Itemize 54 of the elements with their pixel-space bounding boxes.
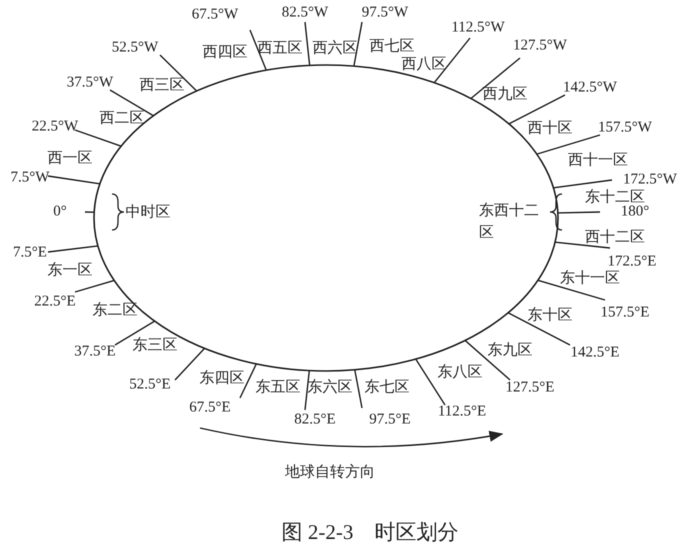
degree-label: 97.5°E [369, 412, 411, 428]
degree-label: 142.5°E [570, 344, 620, 362]
zone-label: 中时区 [126, 203, 170, 222]
zone-label: 西十区 [528, 119, 572, 138]
zone-label: 西四区 [202, 44, 248, 62]
degree-label: 112.5°W [451, 20, 505, 36]
degree-label: 52.5°E [129, 376, 171, 394]
degree-label: 67.5°E [189, 400, 231, 416]
zone-label: 西五区 [258, 40, 302, 58]
degree-label: 82.5°W [282, 4, 328, 22]
degree-label: 157.5°W [598, 120, 652, 136]
zone-label: 西八区 [402, 56, 446, 74]
zone-label: 东三区 [132, 336, 178, 354]
direction-label: 地球自转方向 [285, 462, 375, 482]
degree-label: 22.5°E [34, 294, 76, 310]
degree-label: 172.5°W [623, 172, 677, 188]
degree-label: 82.5°E [294, 412, 336, 428]
zone-label: 东二区 [92, 301, 138, 320]
degree-label: 37.5°E [74, 344, 116, 360]
zone-label: 西七区 [370, 37, 414, 56]
zone-label: 东一区 [48, 261, 92, 280]
zone-label: 东十二区 [585, 188, 645, 206]
degree-label: 37.5°W [66, 74, 114, 92]
zone-label: 西二区 [100, 110, 144, 128]
degree-label: 97.5°W [362, 4, 408, 22]
zone-label: 西三区 [140, 76, 184, 94]
zone-label: 西一区 [48, 150, 92, 168]
zone-label: 东五区 [256, 378, 300, 396]
zone-label: 西十二区 [585, 228, 645, 246]
degree-label: 142.5°W [563, 80, 617, 96]
zone-label: 西九区 [482, 85, 528, 104]
zone-label: 东八区 [438, 363, 482, 382]
degree-label: 0° [53, 204, 67, 220]
zone-label: 西六区 [312, 39, 358, 58]
zone-label: 东十区 [528, 306, 572, 324]
degree-label: 112.5°E [438, 404, 486, 420]
degree-label: 22.5°W [32, 118, 78, 136]
zone-label: 东六区 [308, 378, 352, 396]
zone-label: 东九区 [488, 341, 532, 360]
degree-label: 172.5°E [608, 254, 656, 270]
degree-label: 127.5°E [506, 380, 554, 396]
zone-label: 东七区 [364, 378, 410, 396]
zone-label: 东四区 [200, 369, 244, 388]
degree-label: 7.5°W [10, 170, 50, 186]
degree-label: 67.5°W [192, 6, 238, 24]
degree-label: 7.5°E [13, 244, 47, 262]
caption: 图 2-2-3 时区划分 [282, 519, 458, 546]
degree-label: 52.5°W [112, 40, 158, 56]
degree-label: 127.5°W [513, 38, 567, 54]
zone-label: 西十一区 [568, 151, 628, 170]
zone-label: 东西十二区 [479, 202, 540, 243]
zone-label: 东十一区 [560, 269, 620, 288]
degree-label: 180° [620, 204, 650, 220]
degree-label: 157.5°E [600, 304, 650, 322]
